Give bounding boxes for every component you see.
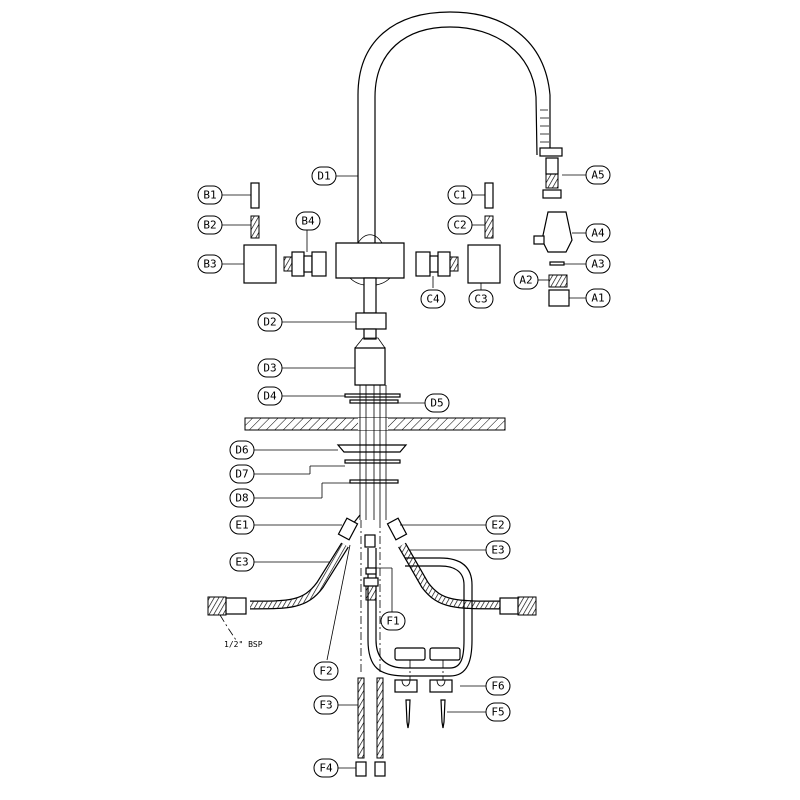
callout-f1: F1 <box>380 611 406 631</box>
callout-e2: E2 <box>485 515 511 535</box>
label-e1: E1 <box>235 519 248 532</box>
label-b1: B1 <box>203 189 216 202</box>
label-d7: D7 <box>235 468 248 481</box>
label-a2: A2 <box>519 274 532 287</box>
callout-d7: D7 <box>229 464 255 484</box>
bsp-note-text: 1/2" BSP <box>224 640 263 649</box>
callout-b2: B2 <box>197 215 223 235</box>
label-d8: D8 <box>235 492 248 505</box>
label-d5: D5 <box>430 397 443 410</box>
callout-e3-right: E3 <box>485 540 511 560</box>
leader-lines <box>220 174 588 769</box>
callout-a3: A3 <box>585 254 611 274</box>
label-f6: F6 <box>491 680 504 693</box>
cap-a1 <box>548 289 570 307</box>
callout-b3: B3 <box>197 254 223 274</box>
callout-a1: A1 <box>585 288 611 308</box>
callout-f5: F5 <box>485 702 511 722</box>
label-f5: F5 <box>491 706 504 719</box>
label-a5: A5 <box>591 169 604 182</box>
faucet-central-body <box>335 234 405 314</box>
callout-d8: D8 <box>229 488 255 508</box>
callout-a5: A5 <box>585 165 611 185</box>
label-f1: F1 <box>386 615 399 628</box>
callout-f6: F6 <box>485 676 511 696</box>
callout-d4: D4 <box>257 386 283 406</box>
callout-c3: C3 <box>468 289 494 309</box>
base-parts <box>244 312 506 520</box>
left-handle-parts <box>243 182 327 284</box>
callout-d2: D2 <box>257 312 283 332</box>
base-body-d3 <box>354 347 386 386</box>
label-c2: C2 <box>453 219 466 232</box>
threaded-rods <box>355 520 386 777</box>
label-d6: D6 <box>235 444 248 457</box>
spindle-c2 <box>484 215 494 239</box>
label-f3: F3 <box>319 699 332 712</box>
label-a3: A3 <box>591 258 604 271</box>
label-a1: A1 <box>591 292 604 305</box>
callout-c2: C2 <box>447 215 473 235</box>
label-c3: C3 <box>474 293 487 306</box>
callout-d1: D1 <box>311 166 337 186</box>
cartridge-c4 <box>415 251 459 277</box>
spout-body <box>357 11 563 245</box>
label-d1: D1 <box>317 170 330 183</box>
callout-c1: C1 <box>447 185 473 205</box>
callout-a4: A4 <box>585 223 611 243</box>
spindle-b2 <box>250 215 260 239</box>
plate-d6 <box>336 444 408 453</box>
callout-f3: F3 <box>313 695 339 715</box>
cartridge-b4 <box>283 251 327 277</box>
label-d3: D3 <box>263 362 276 375</box>
label-c4: C4 <box>426 293 440 306</box>
callout-d5: D5 <box>424 393 450 413</box>
callout-d6: D6 <box>229 440 255 460</box>
bsp-note: 1/2" BSP <box>219 614 263 649</box>
callout-d3: D3 <box>257 358 283 378</box>
label-a4: A4 <box>591 227 605 240</box>
callout-b1: B1 <box>197 185 223 205</box>
label-b3: B3 <box>203 258 216 271</box>
label-f4: F4 <box>319 762 333 775</box>
aerator-a2 <box>548 274 568 288</box>
gasket-a3 <box>549 261 565 266</box>
collar-d2 <box>355 312 387 330</box>
label-e3-right: E3 <box>491 544 504 557</box>
callout-b4: B4 <box>295 211 321 231</box>
callout-f4: F4 <box>313 758 339 778</box>
label-e2: E2 <box>491 519 504 532</box>
label-c1: C1 <box>453 189 466 202</box>
label-e3-left: E3 <box>235 556 248 569</box>
callout-c4: C4 <box>420 289 446 309</box>
label-b4: B4 <box>301 215 315 228</box>
callout-a2: A2 <box>513 270 539 290</box>
handle-body-b3 <box>243 244 277 284</box>
hose-connector-a5 <box>545 157 559 175</box>
washer-d7 <box>344 459 401 464</box>
label-d4: D4 <box>263 390 277 403</box>
supply-hoses <box>207 514 537 729</box>
label-b2: B2 <box>203 219 216 232</box>
washer-d4 <box>344 393 401 398</box>
spray-body-a4 <box>541 211 573 253</box>
label-d2: D2 <box>263 316 276 329</box>
handle-body-c3 <box>467 244 501 284</box>
lever-b1 <box>250 182 260 209</box>
callout-e1: E1 <box>229 515 255 535</box>
callout-f2: F2 <box>313 661 339 681</box>
right-handle-parts <box>415 182 501 284</box>
label-f2: F2 <box>319 665 332 678</box>
spray-head-parts <box>533 157 573 307</box>
callout-e3-left: E3 <box>229 552 255 572</box>
lever-c1 <box>484 182 494 209</box>
callout-labels: D1 B1 B2 B3 B4 C1 C2 C4 C3 A5 A4 A3 A2 A… <box>197 165 611 778</box>
